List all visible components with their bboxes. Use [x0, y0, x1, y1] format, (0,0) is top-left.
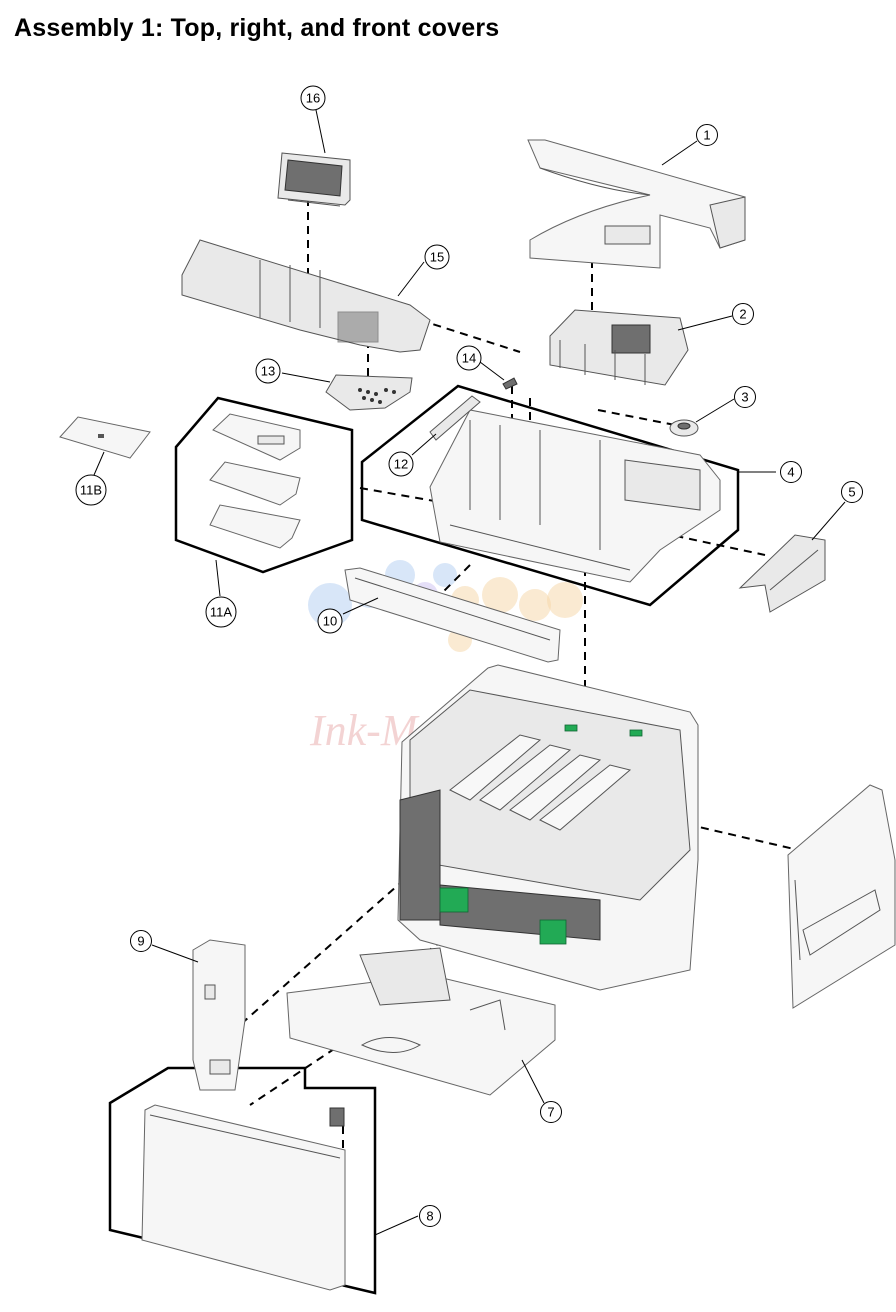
callout-3-label: 3 — [741, 390, 748, 405]
callout-13: 13 — [255, 358, 281, 384]
callout-4: 4 — [780, 461, 802, 483]
callout-10: 10 — [317, 608, 343, 634]
callout-8: 8 — [419, 1205, 441, 1227]
group-box-11a — [174, 396, 354, 574]
page-title: Assembly 1: Top, right, and front covers — [14, 14, 500, 42]
part-bar — [429, 395, 481, 441]
callout-3: 3 — [734, 386, 756, 408]
callout-9-label: 9 — [137, 934, 144, 949]
callout-15: 15 — [424, 244, 450, 270]
part-keypad — [325, 374, 413, 411]
callout-13-label: 13 — [261, 364, 275, 379]
callout-7-label: 7 — [547, 1105, 554, 1120]
callout-11b: 11B — [75, 474, 107, 506]
callout-2-label: 2 — [739, 307, 746, 322]
callout-16-label: 16 — [306, 91, 320, 106]
part-front-bezel — [344, 567, 561, 663]
part-clip — [502, 377, 518, 390]
callout-11b-label: 11B — [80, 483, 102, 498]
callout-16: 16 — [300, 85, 326, 111]
part-right-cap — [738, 534, 826, 613]
callout-5-label: 5 — [848, 485, 855, 500]
part-round-gear — [669, 419, 699, 437]
callout-1-label: 1 — [703, 128, 710, 143]
callout-11a-label: 11A — [210, 605, 232, 620]
callout-12: 12 — [388, 451, 414, 477]
callout-4-label: 4 — [787, 465, 794, 480]
part-overlay-11b — [59, 416, 151, 459]
callout-8-label: 8 — [426, 1209, 433, 1224]
part-overlays-11a — [209, 413, 301, 549]
part-left-bracket — [192, 939, 246, 1091]
callout-14-label: 14 — [462, 351, 476, 366]
part-subframe — [429, 409, 721, 583]
part-front-door — [141, 1104, 346, 1291]
callout-15-label: 15 — [430, 250, 444, 265]
callout-12-label: 12 — [394, 457, 408, 472]
callout-9: 9 — [130, 930, 152, 952]
part-operator-bezel — [181, 239, 431, 353]
part-display — [277, 152, 351, 207]
callout-5: 5 — [841, 481, 863, 503]
group-box-4 — [360, 384, 740, 607]
callout-7: 7 — [540, 1101, 562, 1123]
part-top-cover — [527, 139, 746, 269]
part-printer-body — [397, 664, 699, 991]
callout-1: 1 — [696, 124, 718, 146]
callout-10-label: 10 — [323, 614, 337, 629]
callout-14: 14 — [456, 345, 482, 371]
leader-lines — [93, 109, 846, 1236]
part-frame — [549, 309, 689, 386]
part-paper-tray — [286, 947, 556, 1096]
part-right-cover — [787, 784, 896, 1009]
callout-11a: 11A — [205, 596, 237, 628]
callout-2: 2 — [732, 303, 754, 325]
